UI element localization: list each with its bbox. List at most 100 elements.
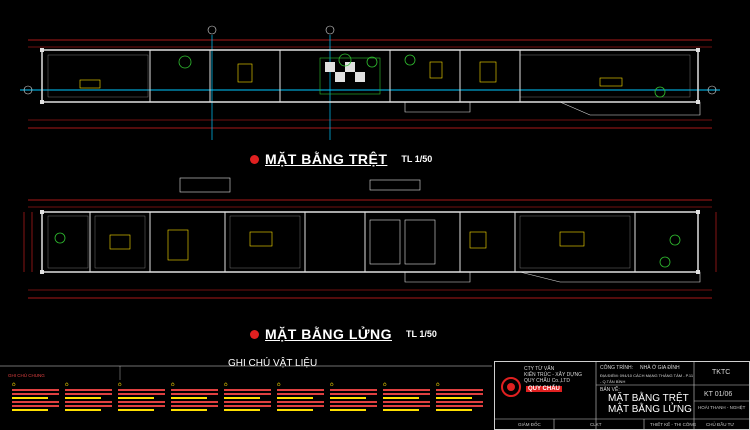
notes-heading-label: GHI CHÚ CHUNG [8, 373, 45, 378]
sheet-number: KT 01/06 [704, 391, 733, 398]
note-line [383, 389, 430, 391]
note-column: Ô [383, 382, 435, 426]
ground-floor-title: MẶT BẰNG TRỆT TL 1/50 [250, 151, 432, 167]
note-line [118, 405, 165, 407]
note-column-head: Ô [330, 382, 334, 387]
note-line [65, 401, 112, 403]
note-line [383, 409, 420, 411]
company-brand: QUY CHẤU [526, 386, 562, 392]
note-column-head: Ô [224, 382, 228, 387]
note-line [277, 401, 324, 403]
note-line [65, 405, 112, 407]
note-line [330, 389, 377, 391]
note-line [171, 389, 218, 391]
note-column: Ô [118, 382, 170, 426]
note-line [224, 389, 271, 391]
note-line [383, 397, 420, 399]
note-line [12, 393, 59, 395]
note-line [277, 393, 324, 395]
note-line [118, 393, 165, 395]
note-line [12, 397, 49, 399]
note-column: Ô [65, 382, 117, 426]
note-line [436, 389, 483, 391]
note-line [436, 409, 473, 411]
note-line [436, 405, 483, 407]
note-column: Ô [436, 382, 488, 426]
title-bullet-icon [250, 329, 259, 339]
title-block-grid [494, 361, 750, 430]
plan-scale-text: TL 1/50 [406, 329, 437, 339]
company-line: KIẾN TRÚC - XÂY DỰNG [524, 372, 582, 378]
ground-floor-plan [20, 25, 720, 140]
note-line [65, 409, 102, 411]
mezzanine-floor-plan [23, 177, 717, 299]
owner-label: CHỦ ĐẦU TƯ [706, 422, 735, 427]
note-line [171, 401, 218, 403]
note-line [224, 393, 271, 395]
mezzanine-title: MẶT BẰNG LỬNG TL 1/50 [250, 326, 437, 342]
note-line [330, 405, 377, 407]
note-line [277, 397, 314, 399]
designer-name: HOÀI THANH - NGHỆT [698, 405, 746, 410]
note-column: Ô [12, 382, 64, 426]
note-column-head: Ô [171, 382, 175, 387]
drawing-label: BẢN VẼ: [600, 387, 620, 393]
plan-title-text: MẶT BẰNG TRỆT [265, 151, 388, 167]
manager-label: CLKT [590, 422, 602, 427]
note-line [436, 401, 483, 403]
note-column-head: Ô [12, 382, 16, 387]
note-line [277, 405, 324, 407]
note-column: Ô [277, 382, 329, 426]
note-line [171, 397, 208, 399]
note-line [12, 389, 59, 391]
note-line [224, 405, 271, 407]
company-line: QUY CHẤU Co.,LTD [524, 378, 570, 384]
drawing-title-1: MẶT BẰNG TRỆT [608, 393, 689, 404]
note-line [65, 389, 112, 391]
project-name: NHÀ Ở GIA ĐÌNH [640, 365, 680, 371]
note-line [224, 397, 261, 399]
note-line [330, 397, 367, 399]
note-line [383, 401, 430, 403]
plan-scale-text: TL 1/50 [401, 154, 433, 164]
director-label: GIÁM ĐỐC [518, 422, 541, 427]
title-bullet-icon [250, 154, 259, 164]
note-column-head: Ô [277, 382, 281, 387]
note-line [436, 393, 483, 395]
note-line [171, 393, 218, 395]
project-address: ĐỊA ĐIỂM: 094/10 CÁCH MẠNG THÁNG TÁM - P… [600, 373, 694, 384]
note-line [12, 401, 59, 403]
note-line [12, 405, 59, 407]
note-line [171, 405, 218, 407]
code-label: TKTC [712, 369, 731, 376]
drawing-title-2: MẶT BẰNG LỬNG [608, 404, 692, 415]
notes-title: GHI CHÚ VẬT LIỆU [228, 358, 318, 369]
note-line [118, 409, 155, 411]
company-logo [500, 368, 548, 402]
note-line [118, 389, 165, 391]
note-column-head: Ô [383, 382, 387, 387]
company-logo-icon [501, 377, 521, 397]
note-line [383, 405, 430, 407]
note-line [330, 401, 377, 403]
note-line [118, 401, 165, 403]
note-line [277, 389, 324, 391]
project-label: CÔNG TRÌNH: [600, 365, 633, 371]
plan-title-text: MẶT BẰNG LỬNG [265, 326, 392, 342]
note-column: Ô [224, 382, 276, 426]
designer-label: THIẾT KẾ - THI CÔNG [650, 422, 697, 427]
note-column-head: Ô [436, 382, 440, 387]
note-line [224, 401, 271, 403]
note-line [277, 409, 314, 411]
note-line [436, 397, 473, 399]
company-lines: CTY TỪ VẤN KIẾN TRÚC - XÂY DỰNG QUY CHẤU… [524, 366, 582, 384]
note-line [330, 409, 367, 411]
note-column-head: Ô [118, 382, 122, 387]
note-line [65, 393, 112, 395]
note-line [12, 409, 49, 411]
note-line [330, 393, 377, 395]
note-column: Ô [330, 382, 382, 426]
note-line [65, 397, 102, 399]
note-line [171, 409, 208, 411]
